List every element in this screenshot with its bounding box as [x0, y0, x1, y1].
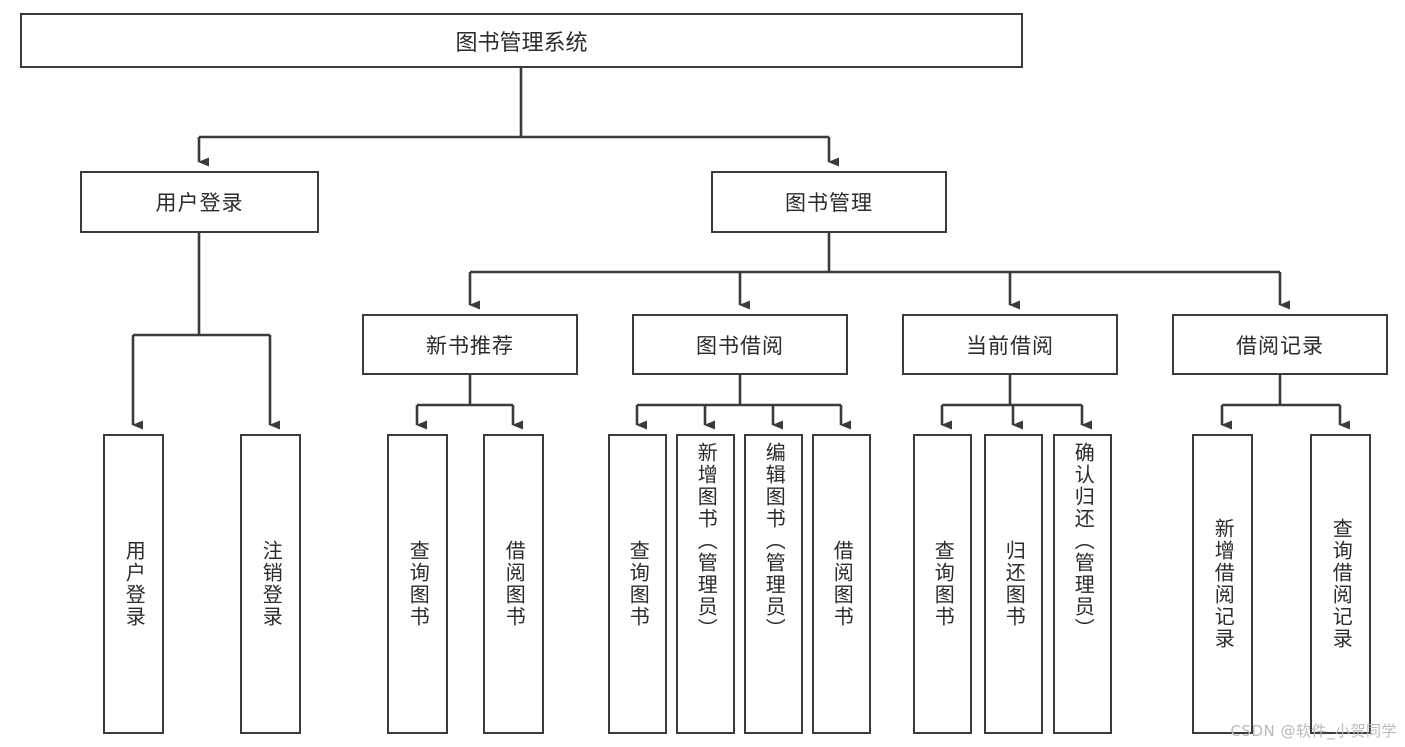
leaf-query-book-borrow[interactable]: 查询图书	[608, 434, 667, 734]
leaf-borrow-book[interactable]: 借阅图书	[812, 434, 871, 734]
node-label: 当前借阅	[966, 333, 1054, 358]
node-user-login[interactable]: 用户登录	[80, 171, 319, 233]
node-label: 新书推荐	[426, 333, 514, 358]
leaf-add-book-admin[interactable]: 新增图书（管理员）	[676, 434, 735, 734]
node-label: 用户登录	[155, 191, 244, 215]
node-book-borrow[interactable]: 图书借阅	[632, 314, 848, 375]
node-label: 查询图书	[626, 540, 651, 628]
node-root-system[interactable]: 图书管理系统	[20, 13, 1023, 68]
leaf-confirm-return-admin[interactable]: 确认归还（管理员）	[1053, 434, 1112, 734]
node-label: 新增借阅记录	[1211, 518, 1236, 650]
node-label: 编辑图书（管理员）	[762, 442, 787, 640]
node-new-book-recommend[interactable]: 新书推荐	[362, 314, 578, 375]
node-label: 用户登录	[122, 540, 147, 628]
leaf-query-book-current[interactable]: 查询图书	[913, 434, 972, 734]
node-book-management[interactable]: 图书管理	[711, 171, 947, 233]
node-label: 查询图书	[406, 540, 431, 628]
leaf-query-book-recommend[interactable]: 查询图书	[387, 434, 448, 734]
leaf-user-login[interactable]: 用户登录	[103, 434, 164, 734]
node-label: 查询借阅记录	[1329, 518, 1354, 650]
leaf-logout[interactable]: 注销登录	[240, 434, 301, 734]
node-label: 图书管理	[785, 191, 873, 215]
node-label: 图书借阅	[696, 333, 784, 358]
node-label: 新增图书（管理员）	[694, 442, 719, 640]
node-borrow-record[interactable]: 借阅记录	[1172, 314, 1388, 375]
node-label: 借阅图书	[502, 540, 527, 628]
node-label: 归还图书	[1002, 540, 1027, 628]
node-label: 图书管理系统	[455, 30, 588, 56]
leaf-return-book[interactable]: 归还图书	[984, 434, 1043, 734]
node-label: 确认归还（管理员）	[1071, 442, 1096, 640]
node-label: 注销登录	[259, 540, 284, 628]
node-label: 查询图书	[931, 540, 956, 628]
node-current-borrow[interactable]: 当前借阅	[902, 314, 1118, 375]
leaf-borrow-book-recommend[interactable]: 借阅图书	[483, 434, 544, 734]
watermark: CSDN @软件_小贺同学	[1230, 722, 1397, 740]
leaf-query-borrow-record[interactable]: 查询借阅记录	[1310, 434, 1371, 734]
leaf-add-borrow-record[interactable]: 新增借阅记录	[1192, 434, 1253, 734]
node-label: 借阅记录	[1236, 333, 1324, 358]
node-label: 借阅图书	[830, 540, 855, 628]
leaf-edit-book-admin[interactable]: 编辑图书（管理员）	[744, 434, 803, 734]
